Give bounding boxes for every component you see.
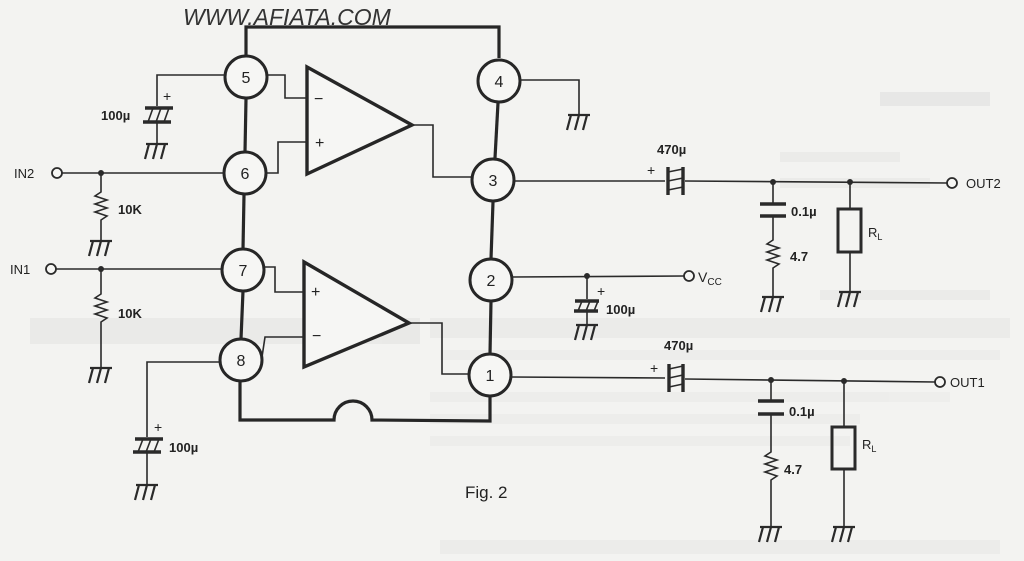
capacitor-value: 470µ	[657, 142, 686, 157]
ic-pins: 5 6 7 8 4 3 2 1	[218, 54, 522, 398]
rl-label: RL	[868, 225, 882, 242]
pin-7: 7	[220, 247, 266, 293]
input-in1: IN1 10K	[10, 262, 222, 384]
output-stage-2: + 470µ OUT2 0.1µ 4.7 RL	[514, 142, 1001, 313]
capacitor-pin8: + 100µ	[133, 361, 220, 501]
input-in2: IN2 10K	[14, 166, 224, 257]
ground-icon	[759, 295, 784, 313]
resistor-value: 10K	[118, 202, 142, 217]
resistor-value: 10K	[118, 306, 142, 321]
in1-terminal[interactable]	[45, 263, 57, 275]
output-stage-1: + 470µ OUT1 0.1µ 4.7 RL	[510, 338, 985, 543]
coupling-capacitor	[667, 364, 685, 392]
rl-label: RL	[862, 437, 876, 454]
in2-terminal[interactable]	[51, 167, 63, 179]
ground-icon	[573, 323, 598, 341]
pin-label: 5	[242, 70, 251, 87]
figure-caption: Fig. 2	[465, 483, 508, 502]
capacitor-value: 0.1µ	[789, 404, 815, 419]
vcc-label: VCC	[698, 269, 722, 288]
in1-label: IN1	[10, 262, 30, 277]
ground-icon	[757, 525, 782, 543]
ic-internal-wiring	[238, 25, 501, 423]
coupling-capacitor	[666, 167, 685, 195]
ground-icon	[87, 239, 112, 257]
ground-icon	[565, 113, 590, 131]
pin-6: 6	[222, 150, 268, 196]
capacitor-value: 100µ	[169, 440, 198, 455]
inverting-input-sign: −	[312, 328, 321, 345]
pin-label: 4	[495, 74, 504, 91]
load-resistor	[836, 207, 863, 254]
out2-terminal[interactable]	[946, 177, 958, 189]
polarity-plus: +	[163, 88, 171, 104]
vcc-supply: VCC + 100µ	[511, 269, 722, 341]
non-inverting-input-sign: +	[315, 135, 324, 152]
pin-4: 4	[476, 58, 522, 104]
pin-label: 6	[241, 166, 250, 183]
opamp-channel-1: + −	[261, 259, 469, 375]
out2-label: OUT2	[966, 176, 1001, 191]
load-resistor	[830, 425, 857, 471]
bleed-through-text	[30, 92, 1010, 554]
resistor-value: 4.7	[790, 249, 808, 264]
pin-label: 2	[487, 273, 496, 290]
inverting-input-sign: −	[314, 91, 323, 108]
ground-icon	[133, 483, 158, 501]
capacitor-value: 470µ	[664, 338, 693, 353]
opamp-channel-2: − +	[267, 64, 472, 178]
non-inverting-input-sign: +	[311, 284, 320, 301]
pin-5: 5	[223, 54, 269, 100]
ground-icon	[830, 525, 855, 543]
pin-label: 3	[489, 173, 498, 190]
polarity-plus: +	[154, 419, 162, 435]
capacitor-value: 0.1µ	[791, 204, 817, 219]
resistor-value: 4.7	[784, 462, 802, 477]
pin-label: 7	[239, 263, 248, 280]
out1-terminal[interactable]	[934, 376, 946, 388]
vcc-terminal[interactable]	[683, 270, 695, 282]
ground-icon	[87, 366, 112, 384]
pin-label: 1	[486, 368, 495, 385]
in2-label: IN2	[14, 166, 34, 181]
polarity-plus: +	[650, 360, 658, 376]
capacitor-value: 100µ	[606, 302, 635, 317]
pin4-ground	[520, 79, 590, 131]
ground-icon	[143, 142, 168, 160]
pin-2: 2	[468, 257, 514, 303]
polarity-plus: +	[597, 283, 605, 299]
pin-label: 8	[237, 353, 246, 370]
out1-label: OUT1	[950, 375, 985, 390]
pin-8: 8	[218, 337, 264, 383]
pin-3: 3	[470, 157, 516, 203]
capacitor-pin5: + 100µ	[101, 74, 225, 160]
pin-1: 1	[467, 352, 513, 398]
polarity-plus: +	[647, 162, 655, 178]
capacitor-value: 100µ	[101, 108, 130, 123]
ground-icon	[836, 290, 861, 308]
